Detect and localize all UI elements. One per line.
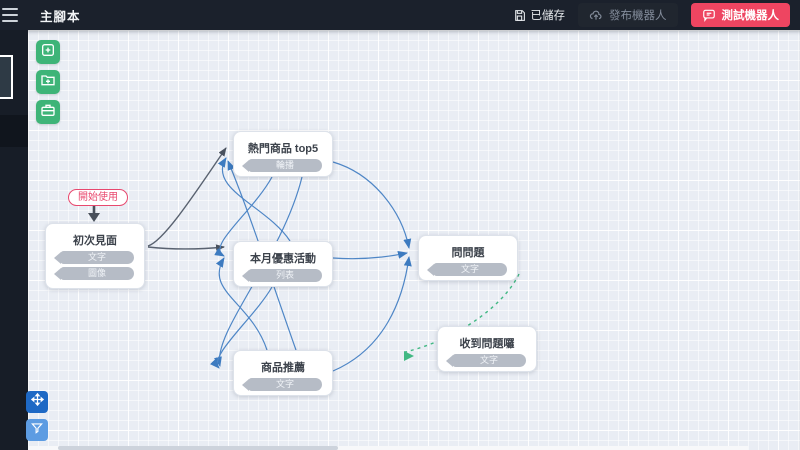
node-first-meeting[interactable]: 初次見面 文字 圖像 [45, 223, 145, 289]
publish-bot-button[interactable]: 發布機器人 [578, 3, 678, 27]
node-title: 問問題 [451, 247, 485, 259]
node-title: 熱門商品 top5 [247, 143, 319, 155]
sidebar-section-divider [0, 115, 28, 147]
node-tag-text: 文字 [452, 354, 526, 367]
filter-funnel-icon [30, 421, 44, 440]
publish-bot-label: 發布機器人 [609, 10, 667, 22]
flow-canvas[interactable] [28, 30, 800, 450]
test-bot-button[interactable]: 測試機器人 [690, 3, 790, 27]
node-title: 商品推薦 [261, 362, 305, 374]
cloud-upload-icon [589, 8, 603, 22]
node-question-received[interactable]: 收到問題囉 文字 [437, 326, 537, 372]
square-plus-icon [40, 42, 56, 63]
save-icon [513, 9, 526, 22]
hamburger-icon[interactable] [2, 8, 18, 22]
node-title: 初次見面 [73, 235, 117, 247]
start-badge: 開始使用 [68, 189, 128, 206]
node-tag-carousel: 輪播 [248, 159, 322, 172]
chat-bubble-icon [702, 8, 716, 22]
node-ask-question[interactable]: 問問題 文字 [418, 235, 518, 281]
toolbox-button[interactable] [36, 100, 60, 124]
node-tag-text: 文字 [433, 263, 507, 276]
briefcase-icon [40, 102, 56, 123]
node-hot-products[interactable]: 熱門商品 top5 輪播 [233, 131, 333, 177]
node-tag-text: 文字 [60, 251, 134, 264]
node-title: 本月優惠活動 [250, 253, 316, 265]
filter-tool-button[interactable] [26, 419, 48, 441]
test-bot-label: 測試機器人 [721, 10, 780, 22]
add-folder-button[interactable] [36, 70, 60, 94]
node-monthly-promo[interactable]: 本月優惠活動 列表 [233, 241, 333, 287]
script-title: 主腳本 [40, 9, 81, 24]
scrollbar-thumb[interactable] [58, 446, 338, 450]
folder-plus-icon [40, 72, 56, 93]
horizontal-scrollbar[interactable] [28, 446, 748, 450]
pan-tool-button[interactable] [26, 391, 48, 413]
save-status: 已儲存 [513, 7, 566, 23]
node-title: 收到問題囉 [459, 338, 515, 350]
node-tag-list: 列表 [248, 269, 322, 282]
top-bar: 主腳本 已儲存 發布機器人 [0, 0, 800, 30]
pan-move-icon [30, 392, 45, 412]
node-product-recommend[interactable]: 商品推薦 文字 [233, 350, 333, 396]
node-tag-text: 文字 [248, 378, 322, 391]
add-node-button[interactable] [36, 40, 60, 64]
script-thumbnail[interactable] [0, 55, 13, 99]
node-tag-image: 圖像 [60, 267, 134, 280]
left-sidebar [0, 30, 28, 450]
save-status-label: 已儲存 [530, 10, 566, 22]
